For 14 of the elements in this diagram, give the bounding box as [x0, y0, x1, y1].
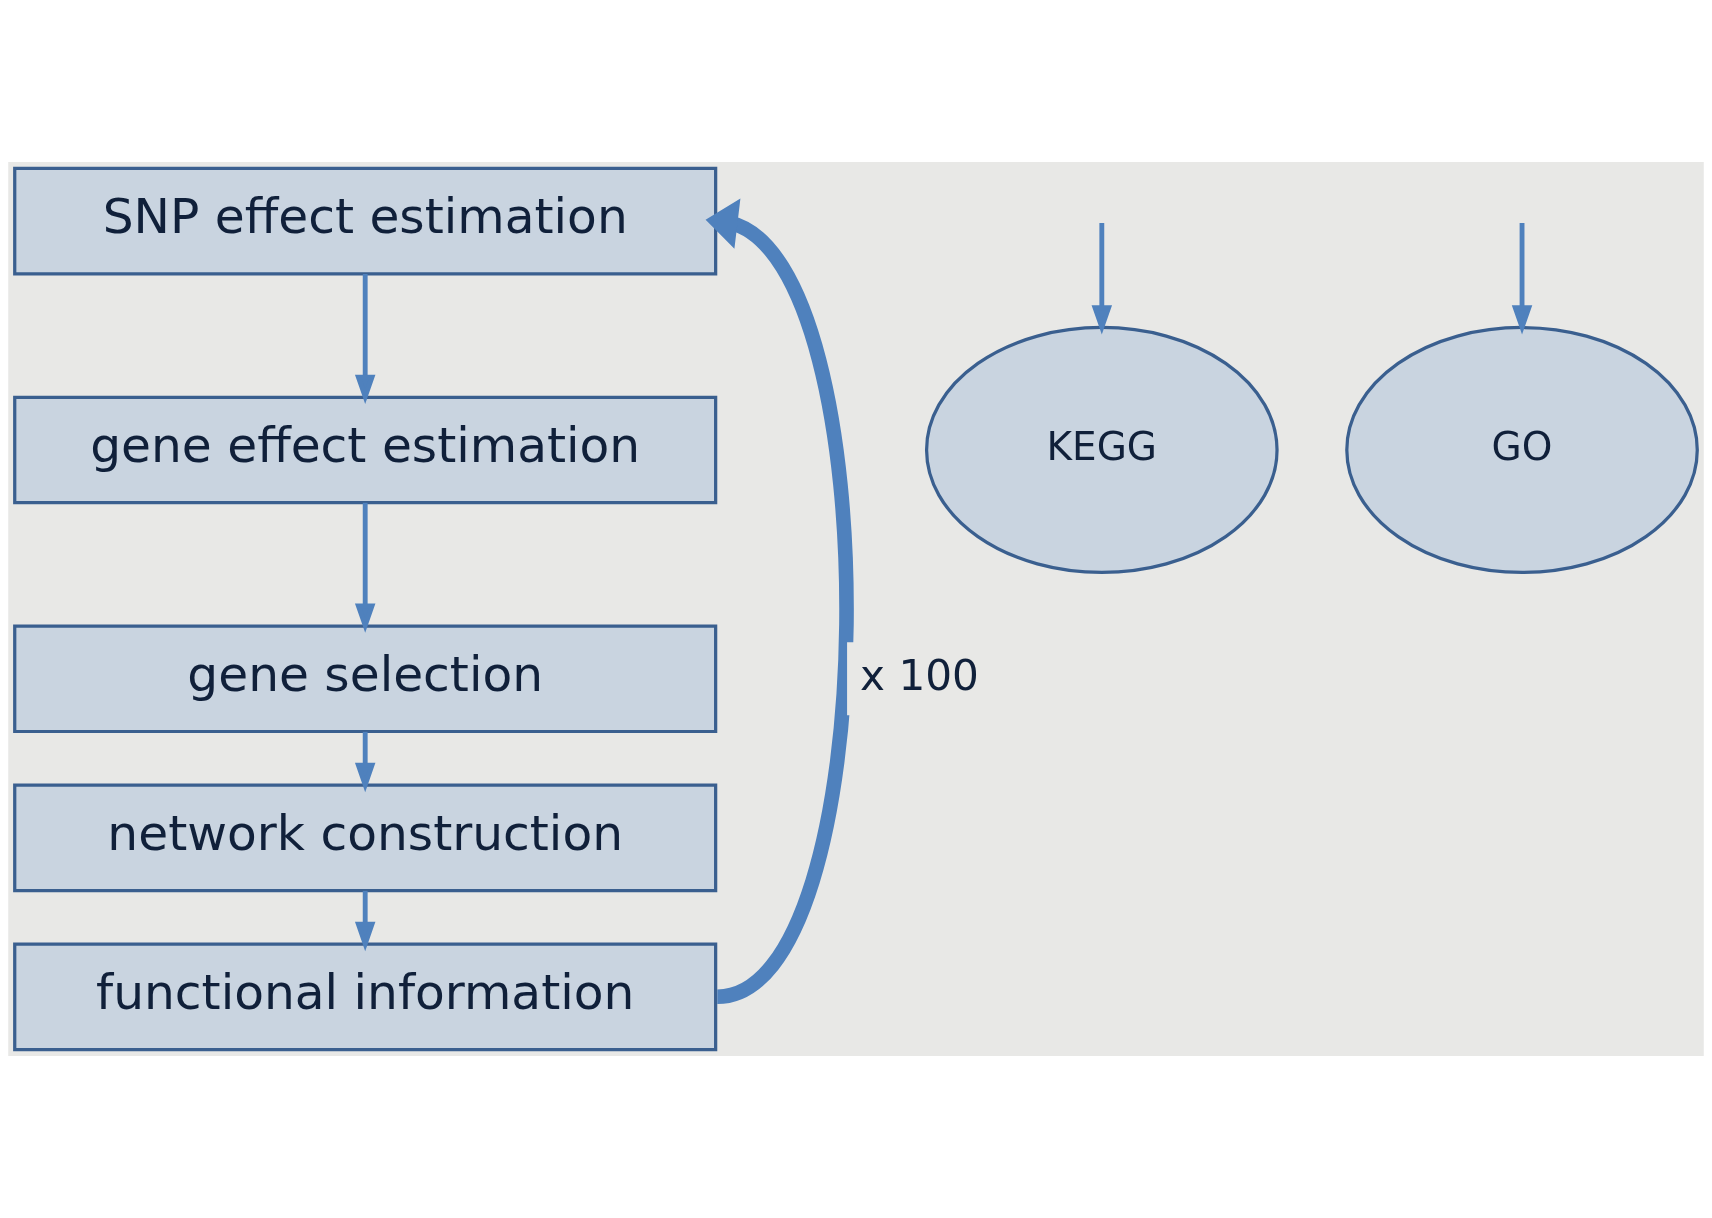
node-ellipse: KEGG — [924, 325, 1279, 575]
arrow — [354, 731, 376, 793]
arrow — [354, 502, 376, 633]
arrow — [354, 890, 376, 952]
node-box: gene selection — [13, 624, 718, 734]
edge-label: x 100 — [860, 650, 979, 700]
node-box: gene effect estimation — [13, 395, 718, 505]
node-box: functional information — [13, 942, 718, 1052]
arrow — [1091, 223, 1113, 335]
node-ellipse: GO — [1345, 325, 1699, 575]
arrow — [354, 274, 376, 404]
arrow — [1511, 223, 1533, 335]
node-box: SNP effect estimation — [13, 166, 718, 276]
node-box: network construction — [13, 783, 718, 893]
